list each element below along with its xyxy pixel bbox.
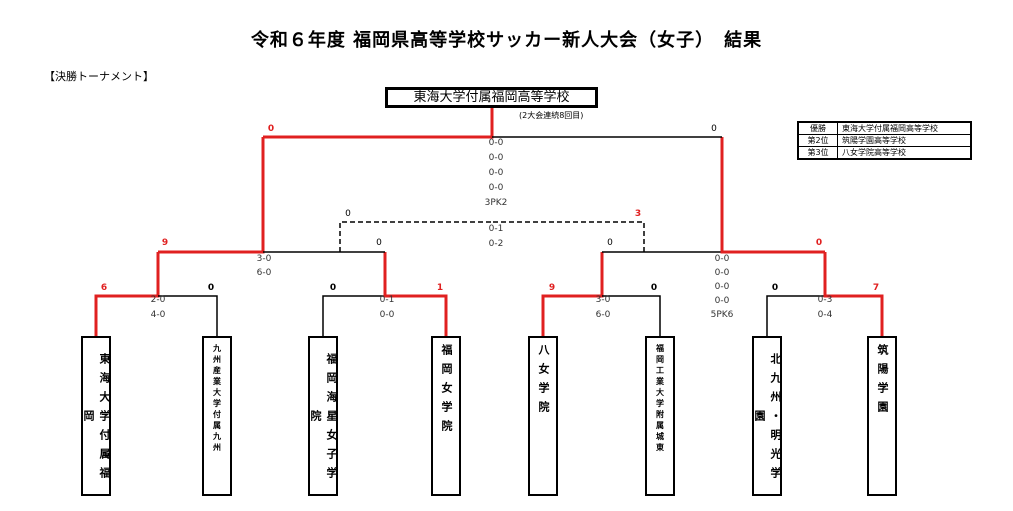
r1m1-right-score: 0 bbox=[207, 283, 215, 293]
ranking-name: 筑陽学園高等学校 bbox=[837, 134, 972, 147]
line-r1m2-loser bbox=[322, 295, 385, 336]
sf-right-score-3: 0-0 bbox=[714, 282, 730, 292]
team-box: 北九州・明光学園 bbox=[752, 336, 782, 496]
champion-box: 東海大学付属福岡高等学校 bbox=[385, 87, 598, 108]
ranking-name: 八女学院高等学校 bbox=[837, 146, 972, 160]
line-r1m2-winner bbox=[383, 252, 448, 336]
ranking-name: 東海大学付属福岡高等学校 bbox=[837, 121, 972, 135]
third-score-1: 0-1 bbox=[488, 224, 504, 234]
team-box: 八女学院 bbox=[528, 336, 558, 496]
page-title: 令和６年度 福岡県高等学校サッカー新人大会（女子） 結果 bbox=[250, 30, 763, 51]
third-right-score: 3 bbox=[634, 209, 642, 219]
team-box: 福岡工業大学附属城東 bbox=[645, 336, 675, 496]
r1m2-right-score: 1 bbox=[436, 283, 444, 293]
sf-right-score-pk: 5PK6 bbox=[710, 310, 734, 320]
ranking-table: 優勝 東海大学付属福岡高等学校 第2位 筑陽学園高等学校 第3位 八女学院高等学… bbox=[797, 121, 972, 160]
line-r1m3-loser bbox=[602, 295, 661, 336]
line-third-right bbox=[492, 221, 645, 252]
line-sf-right-winner bbox=[720, 137, 825, 254]
r1m1-score-1: 2-0 bbox=[150, 295, 166, 305]
ranking-pos: 第3位 bbox=[797, 146, 838, 160]
team-box: 福岡女学院 bbox=[431, 336, 461, 496]
r1m2-score-2: 0-0 bbox=[379, 310, 395, 320]
r1m4-right-score: 7 bbox=[872, 283, 880, 293]
team-box: 福岡海星女子学院 bbox=[308, 336, 338, 496]
team-box: 筑陽学園 bbox=[867, 336, 897, 496]
line-third-left bbox=[339, 221, 492, 252]
r1m4-score-2: 0-4 bbox=[817, 310, 833, 320]
r1m3-left-score: 9 bbox=[548, 283, 556, 293]
line-r1m3-winner bbox=[541, 252, 604, 336]
sf-left-top-score: 9 bbox=[161, 238, 169, 248]
sf-right-top-score: 0 bbox=[607, 238, 613, 248]
ranking-row: 第3位 八女学院高等学校 bbox=[797, 146, 972, 160]
final-left-score: 0 bbox=[267, 124, 275, 134]
final-right-score: 0 bbox=[711, 124, 717, 134]
third-score-2: 0-2 bbox=[488, 239, 504, 249]
section-label: 【決勝トーナメント】 bbox=[44, 70, 154, 83]
champion-note: (2大会連続8回目) bbox=[519, 111, 584, 120]
team-box: 九州産業大学付属九州 bbox=[202, 336, 232, 496]
sf-left-score-1: 3-0 bbox=[256, 254, 272, 264]
r1m3-right-score: 0 bbox=[650, 283, 658, 293]
final-score-4: 0-0 bbox=[488, 183, 504, 193]
final-score-2: 0-0 bbox=[488, 153, 504, 163]
r1m4-score-1: 0-3 bbox=[817, 295, 833, 305]
r1m2-score-1: 0-1 bbox=[379, 295, 395, 305]
sf-right-score-4: 0-0 bbox=[714, 296, 730, 306]
sf-right-score-1: 0-0 bbox=[714, 254, 730, 264]
sf-left-score-2: 6-0 bbox=[256, 268, 272, 278]
line-r1m4-winner bbox=[823, 252, 884, 336]
r1m1-score-2: 4-0 bbox=[150, 310, 166, 320]
ranking-row: 優勝 東海大学付属福岡高等学校 bbox=[797, 121, 972, 135]
sf-right-score-2: 0-0 bbox=[714, 268, 730, 278]
r1m3-score-2: 6-0 bbox=[595, 310, 611, 320]
sf-left-bottom-score: 0 bbox=[376, 238, 382, 248]
ranking-pos: 第2位 bbox=[797, 134, 838, 147]
sf-right-bottom-score: 0 bbox=[815, 238, 823, 248]
line-final-winner bbox=[263, 108, 494, 139]
line-r1m1-loser bbox=[158, 295, 218, 336]
team-box: 東海大学付属福岡 bbox=[81, 336, 111, 496]
ranking-pos: 優勝 bbox=[797, 121, 838, 135]
final-score-1: 0-0 bbox=[488, 138, 504, 148]
ranking-row: 第2位 筑陽学園高等学校 bbox=[797, 134, 972, 147]
final-score-3: 0-0 bbox=[488, 168, 504, 178]
r1m4-left-score: 0 bbox=[771, 283, 779, 293]
r1m1-left-score: 6 bbox=[100, 283, 108, 293]
r1m3-score-1: 3-0 bbox=[595, 295, 611, 305]
final-score-pk: 3PK2 bbox=[484, 198, 508, 208]
line-r1m1-winner bbox=[94, 252, 160, 336]
line-r1m4-loser bbox=[766, 295, 825, 336]
r1m2-left-score: 0 bbox=[329, 283, 337, 293]
line-sf-left-winner bbox=[158, 137, 265, 254]
third-left-score: 0 bbox=[345, 209, 351, 219]
